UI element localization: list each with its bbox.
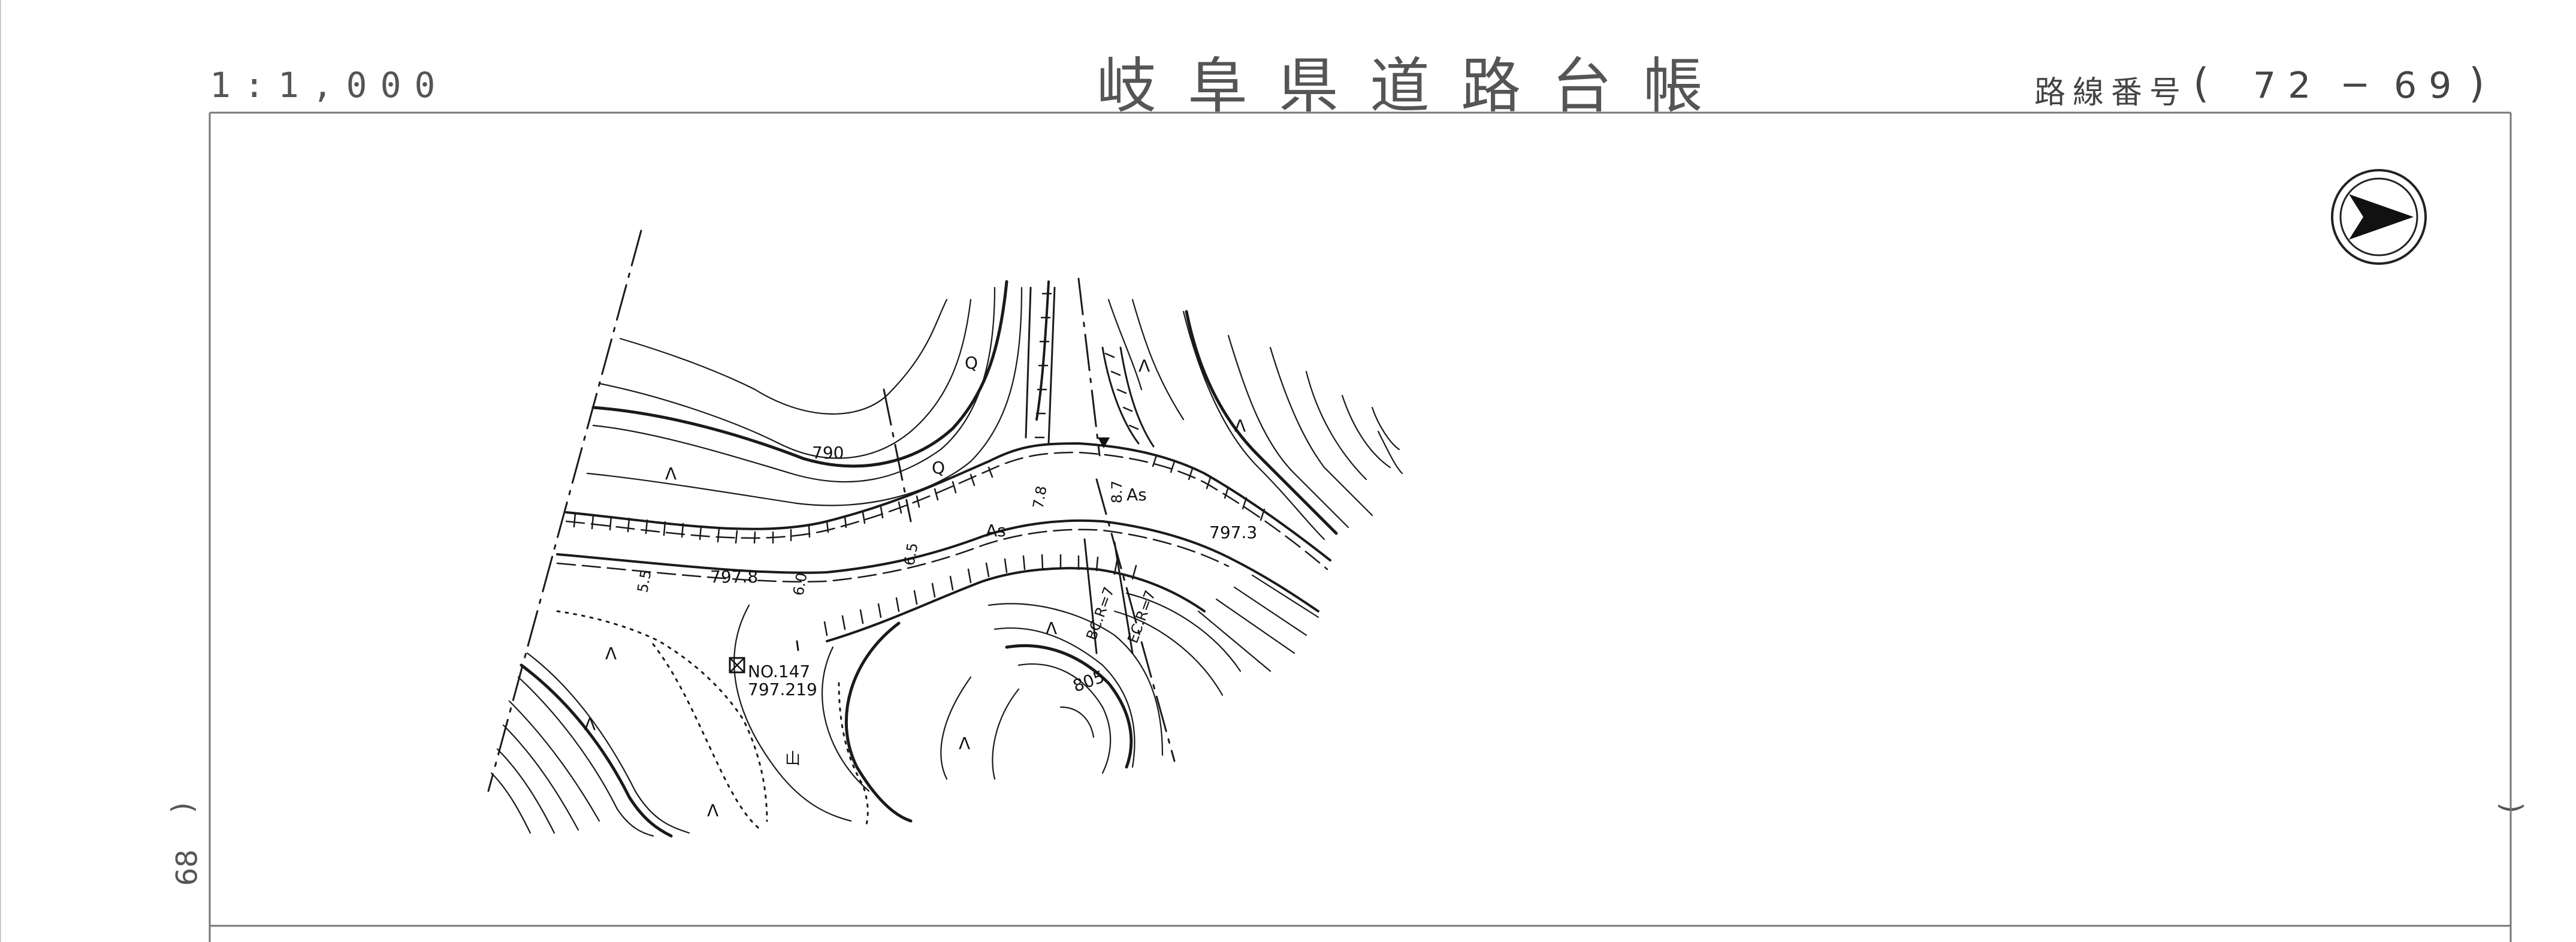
landuse-label-q: Q (932, 458, 945, 478)
contour-lower-left-bold-2 (844, 621, 913, 823)
contour-label-805: 805 (1070, 666, 1107, 696)
landuse-label: Λ (1046, 618, 1057, 638)
landuse-label: Λ (665, 464, 677, 484)
landuse-label: Λ (959, 733, 970, 753)
width-label-3: 6.5 (901, 542, 921, 567)
width-label-1: 5.5 (634, 569, 654, 594)
landuse-label: Λ (584, 714, 596, 734)
spot-height-2: 797.3 (1209, 523, 1257, 542)
road-surface-label-1: As (1127, 485, 1147, 505)
contour-right-bold (1185, 310, 1338, 535)
scale-label: 1:1,000 (210, 65, 449, 105)
station-elevation: 797.219 (748, 680, 817, 699)
station-marker-icon (729, 657, 745, 674)
route-number-label: 路線番号 (2034, 75, 2188, 111)
boundary-lines (487, 230, 1176, 792)
curve-marks (796, 538, 1134, 654)
road-edge-upper (565, 442, 1331, 570)
page-title: 岐阜県道路台帳 (1097, 51, 1734, 121)
north-arrow-icon (2331, 169, 2427, 265)
landuse-label-q: Q (965, 353, 978, 373)
contours-805 (940, 574, 1319, 780)
cut-slope-hachures-upper (573, 292, 1266, 544)
road-edge-lower (556, 519, 1319, 642)
cut-slope-right (1025, 286, 1155, 448)
spot-height-1: 797.8 (710, 567, 758, 587)
landuse-label-mountain: 山 (785, 750, 801, 768)
contour-label-790: 790 (812, 443, 844, 463)
route-open-paren: ( (2193, 60, 2209, 107)
route-dash: − (2340, 64, 2370, 105)
route-number-b: 69 (2394, 65, 2464, 107)
station-name: NO.147 (748, 662, 810, 681)
landuse-label: Λ (1234, 416, 1246, 436)
width-label-4: 7.8 (1029, 485, 1050, 510)
route-number-a: 72 (2253, 65, 2323, 107)
route-close-paren: ) (2469, 60, 2485, 107)
benchmark-triangle-icon (1098, 437, 1110, 448)
map-frame (0, 0, 2512, 942)
landuse-label: Λ (605, 644, 617, 663)
contour-805-bold (1005, 644, 1133, 769)
road-surface-label-2: As (986, 521, 1006, 541)
contour-790 (591, 280, 1008, 468)
width-label-2: 6.0 (790, 572, 810, 597)
landuse-label: Λ (1138, 356, 1150, 376)
contours-upper (586, 280, 1185, 506)
contours-right (1182, 310, 1403, 541)
contours-lower-left (490, 604, 870, 837)
cut-slope-hachures-lower (823, 554, 1137, 636)
landuse-label: Λ (707, 801, 718, 820)
contour-lower-left-bold (520, 663, 673, 838)
width-label-5: 8.7 (1109, 481, 1125, 503)
dotted-boundaries (556, 610, 869, 831)
